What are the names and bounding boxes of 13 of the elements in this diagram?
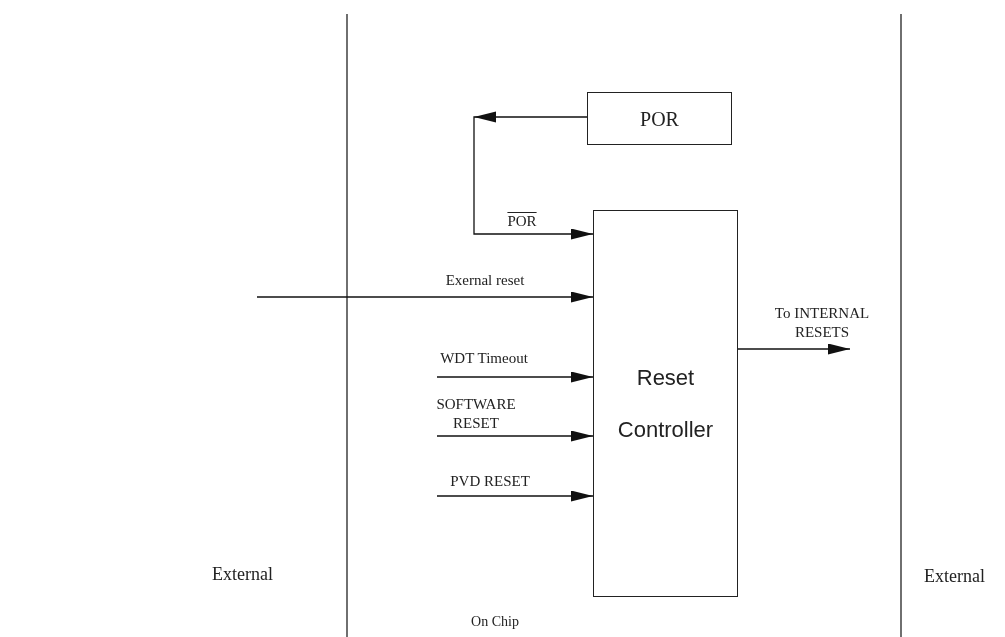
- block-label: Reset Controller: [616, 363, 715, 444]
- block-label: POR: [640, 106, 679, 131]
- signal-label: PVD RESET: [449, 472, 531, 491]
- signal-label: WDT Timeout: [439, 349, 529, 368]
- region-label: On Chip: [470, 613, 520, 631]
- block-box: [587, 92, 732, 145]
- signal-label: SOFTWARE RESET: [435, 395, 517, 433]
- signal-label: Exernal reset: [444, 271, 526, 290]
- signal-label: POR: [506, 212, 538, 231]
- region-label: External: [211, 565, 274, 584]
- block-box: [593, 210, 738, 597]
- signal-label: To INTERNAL RESETS: [773, 304, 871, 342]
- region-label: External: [923, 567, 986, 586]
